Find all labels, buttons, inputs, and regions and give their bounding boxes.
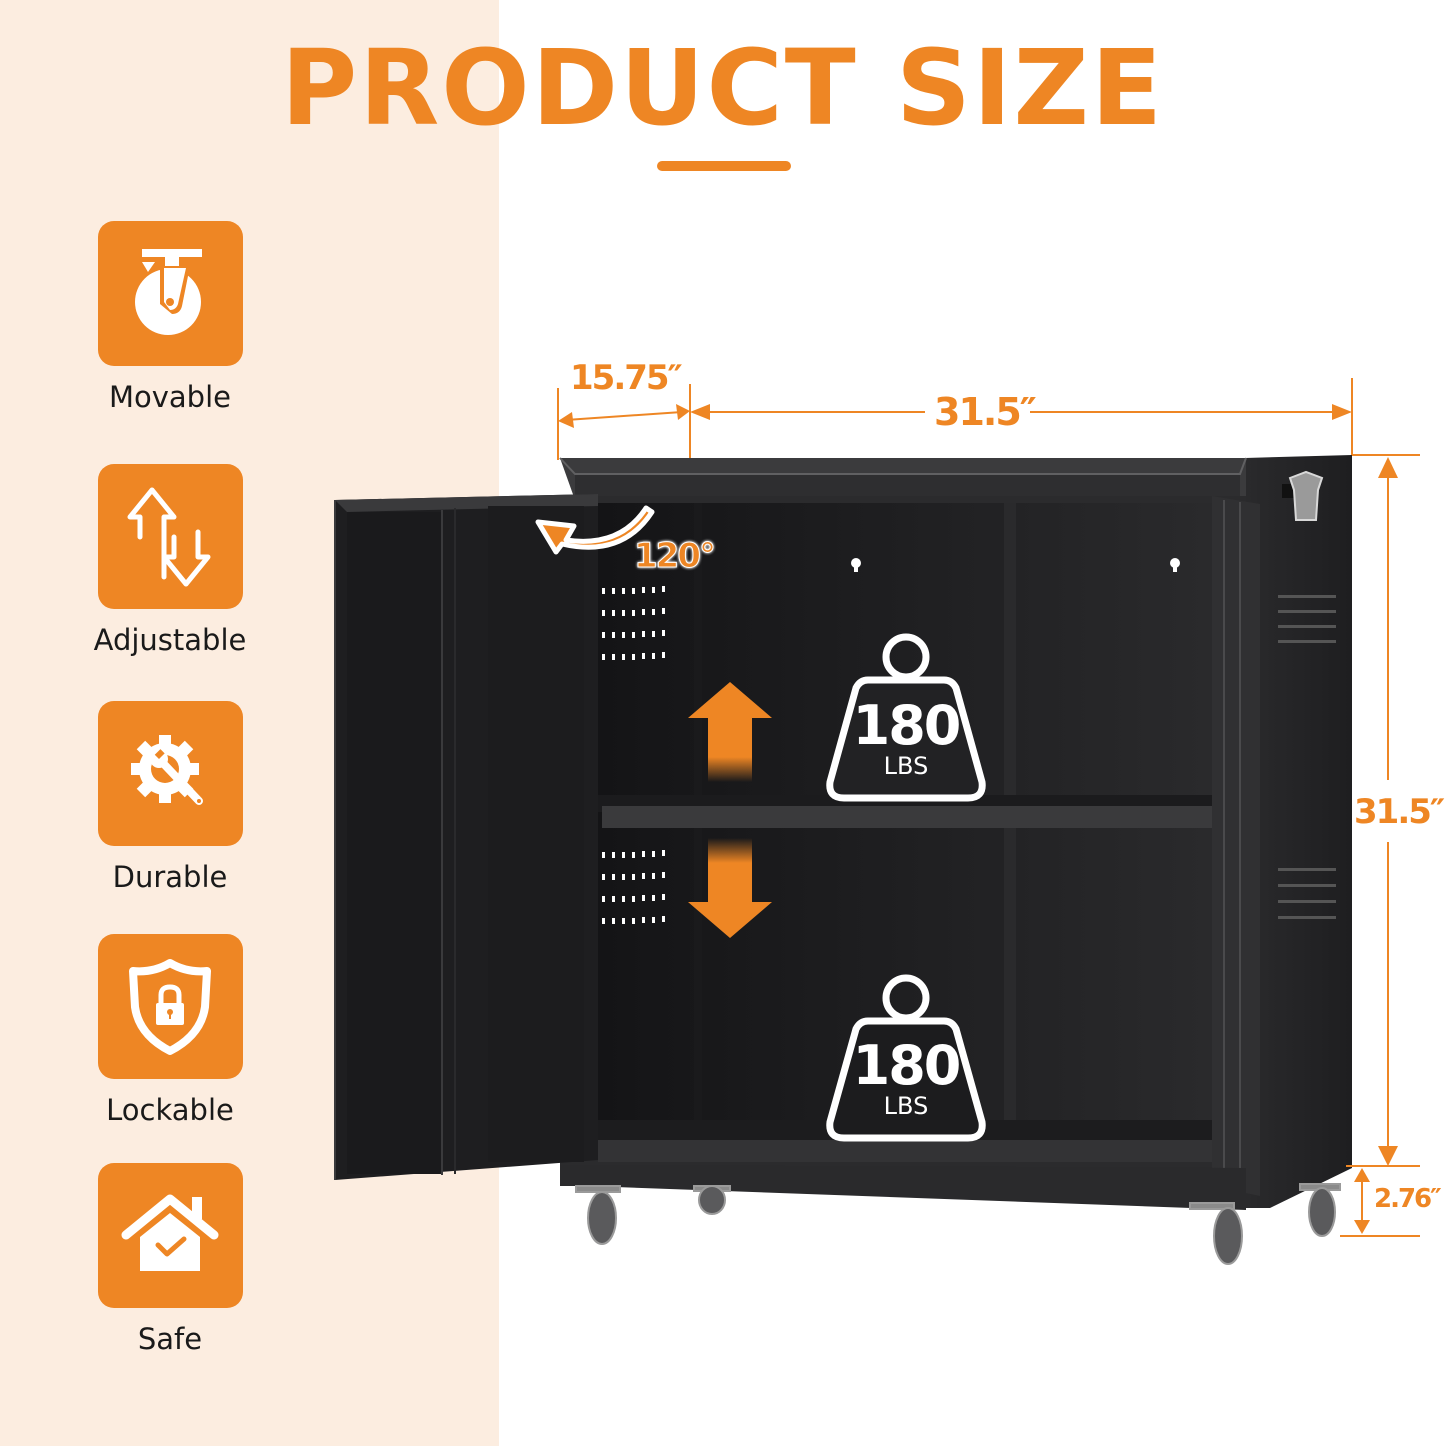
feature-durable: Durable [60, 701, 280, 894]
cabinet-top [559, 457, 1247, 500]
feature-lockable: Lockable [60, 934, 280, 1127]
side-latch-hook [1282, 470, 1324, 521]
feature-movable: Movable [60, 221, 280, 414]
title-underline [657, 161, 791, 171]
load-capacity-value: 180 [852, 1034, 962, 1097]
depth-dimension-label: 15.75″ [570, 358, 683, 398]
house-check-icon [97, 1163, 243, 1308]
shield-lock-icon [97, 934, 243, 1079]
caster-wheel-icon [97, 221, 243, 366]
cabinet-side-panel [1245, 455, 1352, 1208]
shelf-down-arrow-icon [688, 838, 772, 938]
feature-label: Safe [137, 1322, 203, 1356]
load-capacity-unit: LBS [883, 1092, 929, 1120]
feature-label: Adjustable [93, 623, 247, 657]
middle-shelf [598, 795, 1212, 828]
weight-capacity-icon-upper [826, 633, 986, 802]
door-swing-arrow-icon [535, 505, 655, 555]
feature-label: Movable [108, 380, 231, 414]
width-dimension-label: 31.5″ [934, 390, 1037, 434]
page-title: PRODUCT SIZE [280, 27, 1164, 149]
open-left-door [334, 494, 598, 1180]
caster-height-dimension-label: 2.76″ [1374, 1184, 1442, 1214]
feature-label: Durable [112, 860, 228, 894]
load-capacity-unit: LBS [883, 752, 929, 780]
caster-wheels [575, 1183, 1341, 1265]
weight-capacity-icon-lower [826, 974, 986, 1142]
dimension-lines [557, 378, 1420, 1237]
gear-wrench-icon [97, 701, 243, 846]
load-capacity-value: 180 [852, 694, 962, 757]
shelf-up-arrow-icon [688, 682, 772, 782]
feature-adjustable: Adjustable [60, 464, 280, 657]
up-down-arrows-icon [97, 464, 243, 609]
feature-safe: Safe [60, 1163, 280, 1356]
door-angle-label: 120° [634, 536, 717, 577]
feature-label: Lockable [106, 1093, 234, 1127]
ventilation-holes [602, 586, 665, 924]
height-dimension-label: 31.5″ [1354, 792, 1445, 832]
